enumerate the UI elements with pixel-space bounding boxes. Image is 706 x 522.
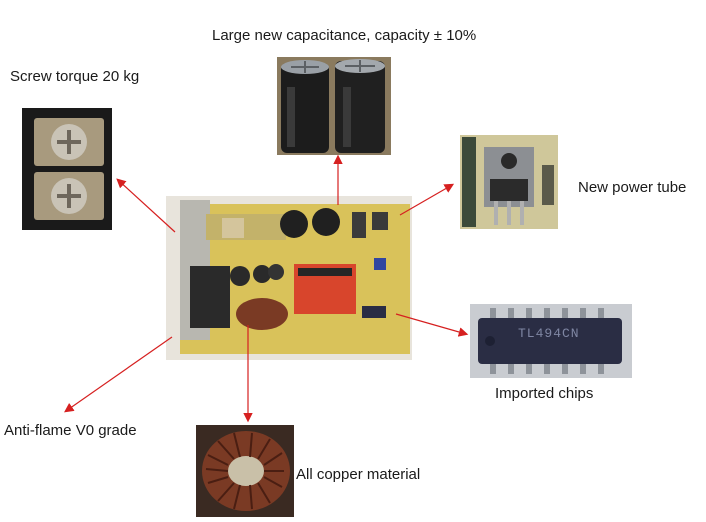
chip-photo: TL494CN — [470, 304, 632, 378]
main-pcb-photo — [166, 196, 412, 360]
chips-label: Imported chips — [495, 385, 594, 402]
capacitor-photo — [277, 57, 391, 155]
screw-label: Screw torque 20 kg — [10, 68, 140, 85]
power-tube-label: New power tube — [578, 179, 687, 196]
power-tube-arrow — [399, 183, 455, 216]
chip-marking: TL494CN — [518, 326, 580, 341]
screw-arrow — [116, 178, 176, 233]
copper-label: All copper material — [296, 466, 421, 483]
power-tube-photo — [460, 135, 558, 229]
flame-label: Anti-flame V0 grade — [4, 422, 137, 439]
flame-arrow — [64, 336, 173, 413]
chips-arrow — [395, 313, 469, 337]
copper-coil-photo — [196, 425, 294, 517]
screw-terminal-photo — [22, 108, 112, 230]
capacitance-label: Large new capacitance, capacity ± 10% — [212, 27, 477, 44]
